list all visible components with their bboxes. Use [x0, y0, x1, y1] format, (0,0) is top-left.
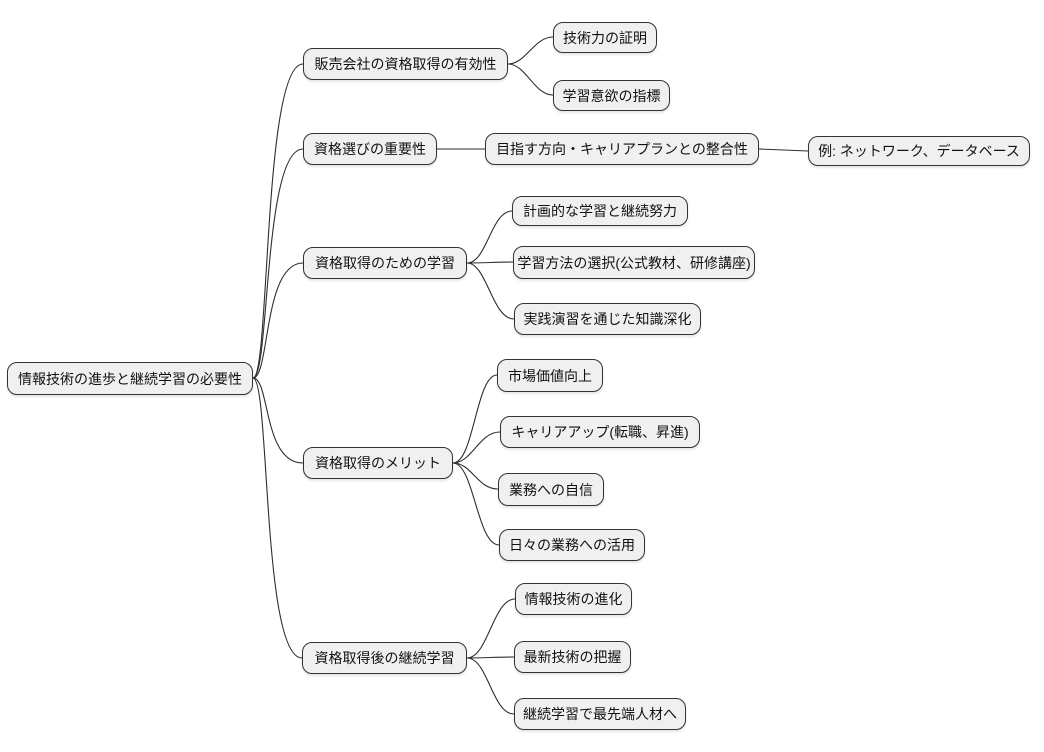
edge-branch4-leaf4: [452, 462, 500, 546]
edge-branch1-leaf2: [507, 63, 554, 96]
leaf-node-it-evolution: 情報技術の進化: [515, 583, 632, 615]
edge-branch1-leaf1: [507, 36, 554, 65]
leaf-node-career-up: キャリアアップ(転職、昇進): [500, 416, 700, 448]
leaf-node-practice-deepening: 実践演習を通じた知識深化: [514, 303, 701, 335]
edge-branch3-leaf2: [466, 261, 514, 264]
leaf-node-market-value: 市場価値向上: [497, 359, 603, 392]
leaf-node-cutting-edge-talent: 継続学習で最先端人材へ: [514, 698, 686, 730]
edge-branch3-leaf1: [466, 210, 513, 264]
leaf-node-planned-study: 計画的な学習と継続努力: [512, 196, 688, 226]
edge-branch5-leaf1: [466, 598, 516, 659]
leaf-node-motivation-indicator: 学習意欲の指標: [553, 80, 670, 111]
edge-root-branch-2: [252, 148, 304, 379]
edge-root-branch-3: [252, 262, 304, 379]
leaf-node-career-alignment: 目指す方向・キャリアプランとの整合性: [485, 133, 759, 165]
edge-branch4-leaf3: [452, 462, 499, 490]
leaf-node-study-method: 学習方法の選択(公式教材、研修講座): [513, 246, 755, 279]
edge-branch5-leaf3: [466, 657, 515, 715]
leaf-node-daily-work-use: 日々の業務への活用: [499, 529, 645, 561]
edge-branch4-leaf1: [452, 374, 498, 464]
branch-node-cert-selection: 資格選びの重要性: [303, 133, 437, 165]
edge-branch4-leaf2: [452, 431, 501, 464]
branch-node-study-for-cert: 資格取得のための学習: [303, 247, 467, 279]
edge-branch5-leaf2: [466, 656, 515, 659]
leaf-node-work-confidence: 業務への自信: [498, 473, 604, 506]
leaf-node-latest-tech-grasp: 最新技術の把握: [514, 641, 631, 673]
leaf-node-tech-proof: 技術力の証明: [553, 22, 657, 53]
edge-branch3-leaf3: [466, 262, 515, 320]
edge-root-branch-1: [252, 63, 304, 379]
mindmap-root-node: 情報技術の進歩と継続学習の必要性: [7, 362, 253, 395]
edge-root-branch-5: [252, 377, 303, 659]
branch-node-cert-validity: 販売会社の資格取得の有効性: [303, 48, 508, 80]
branch-node-continued-learning: 資格取得後の継続学習: [302, 642, 467, 674]
edge-root-branch-4: [252, 377, 304, 464]
edge-branch2-grandchild: [758, 148, 809, 152]
leaf-node-example-network-db: 例: ネットワーク、データベース: [808, 136, 1030, 166]
branch-node-cert-merits: 資格取得のメリット: [303, 447, 453, 479]
